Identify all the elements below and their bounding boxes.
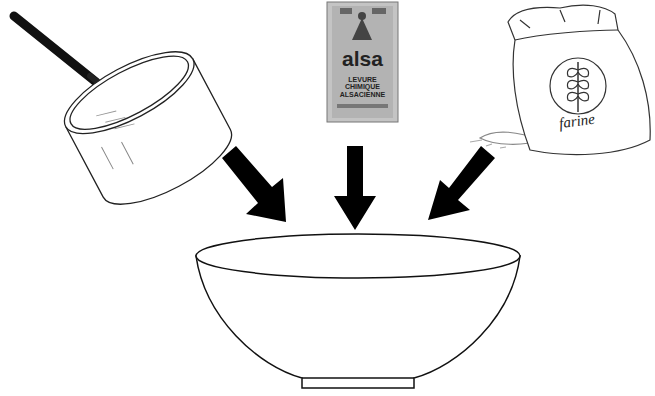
arrows [222,146,495,230]
product-name: LEVURE CHIMIQUE ALSACIENNE [333,76,392,98]
brand-name: alsa [332,48,393,70]
flour-bag [470,5,650,154]
bag-label: farine [544,110,610,135]
saucepan [14,16,243,220]
bowl [196,234,520,388]
yeast-packet [327,2,398,122]
